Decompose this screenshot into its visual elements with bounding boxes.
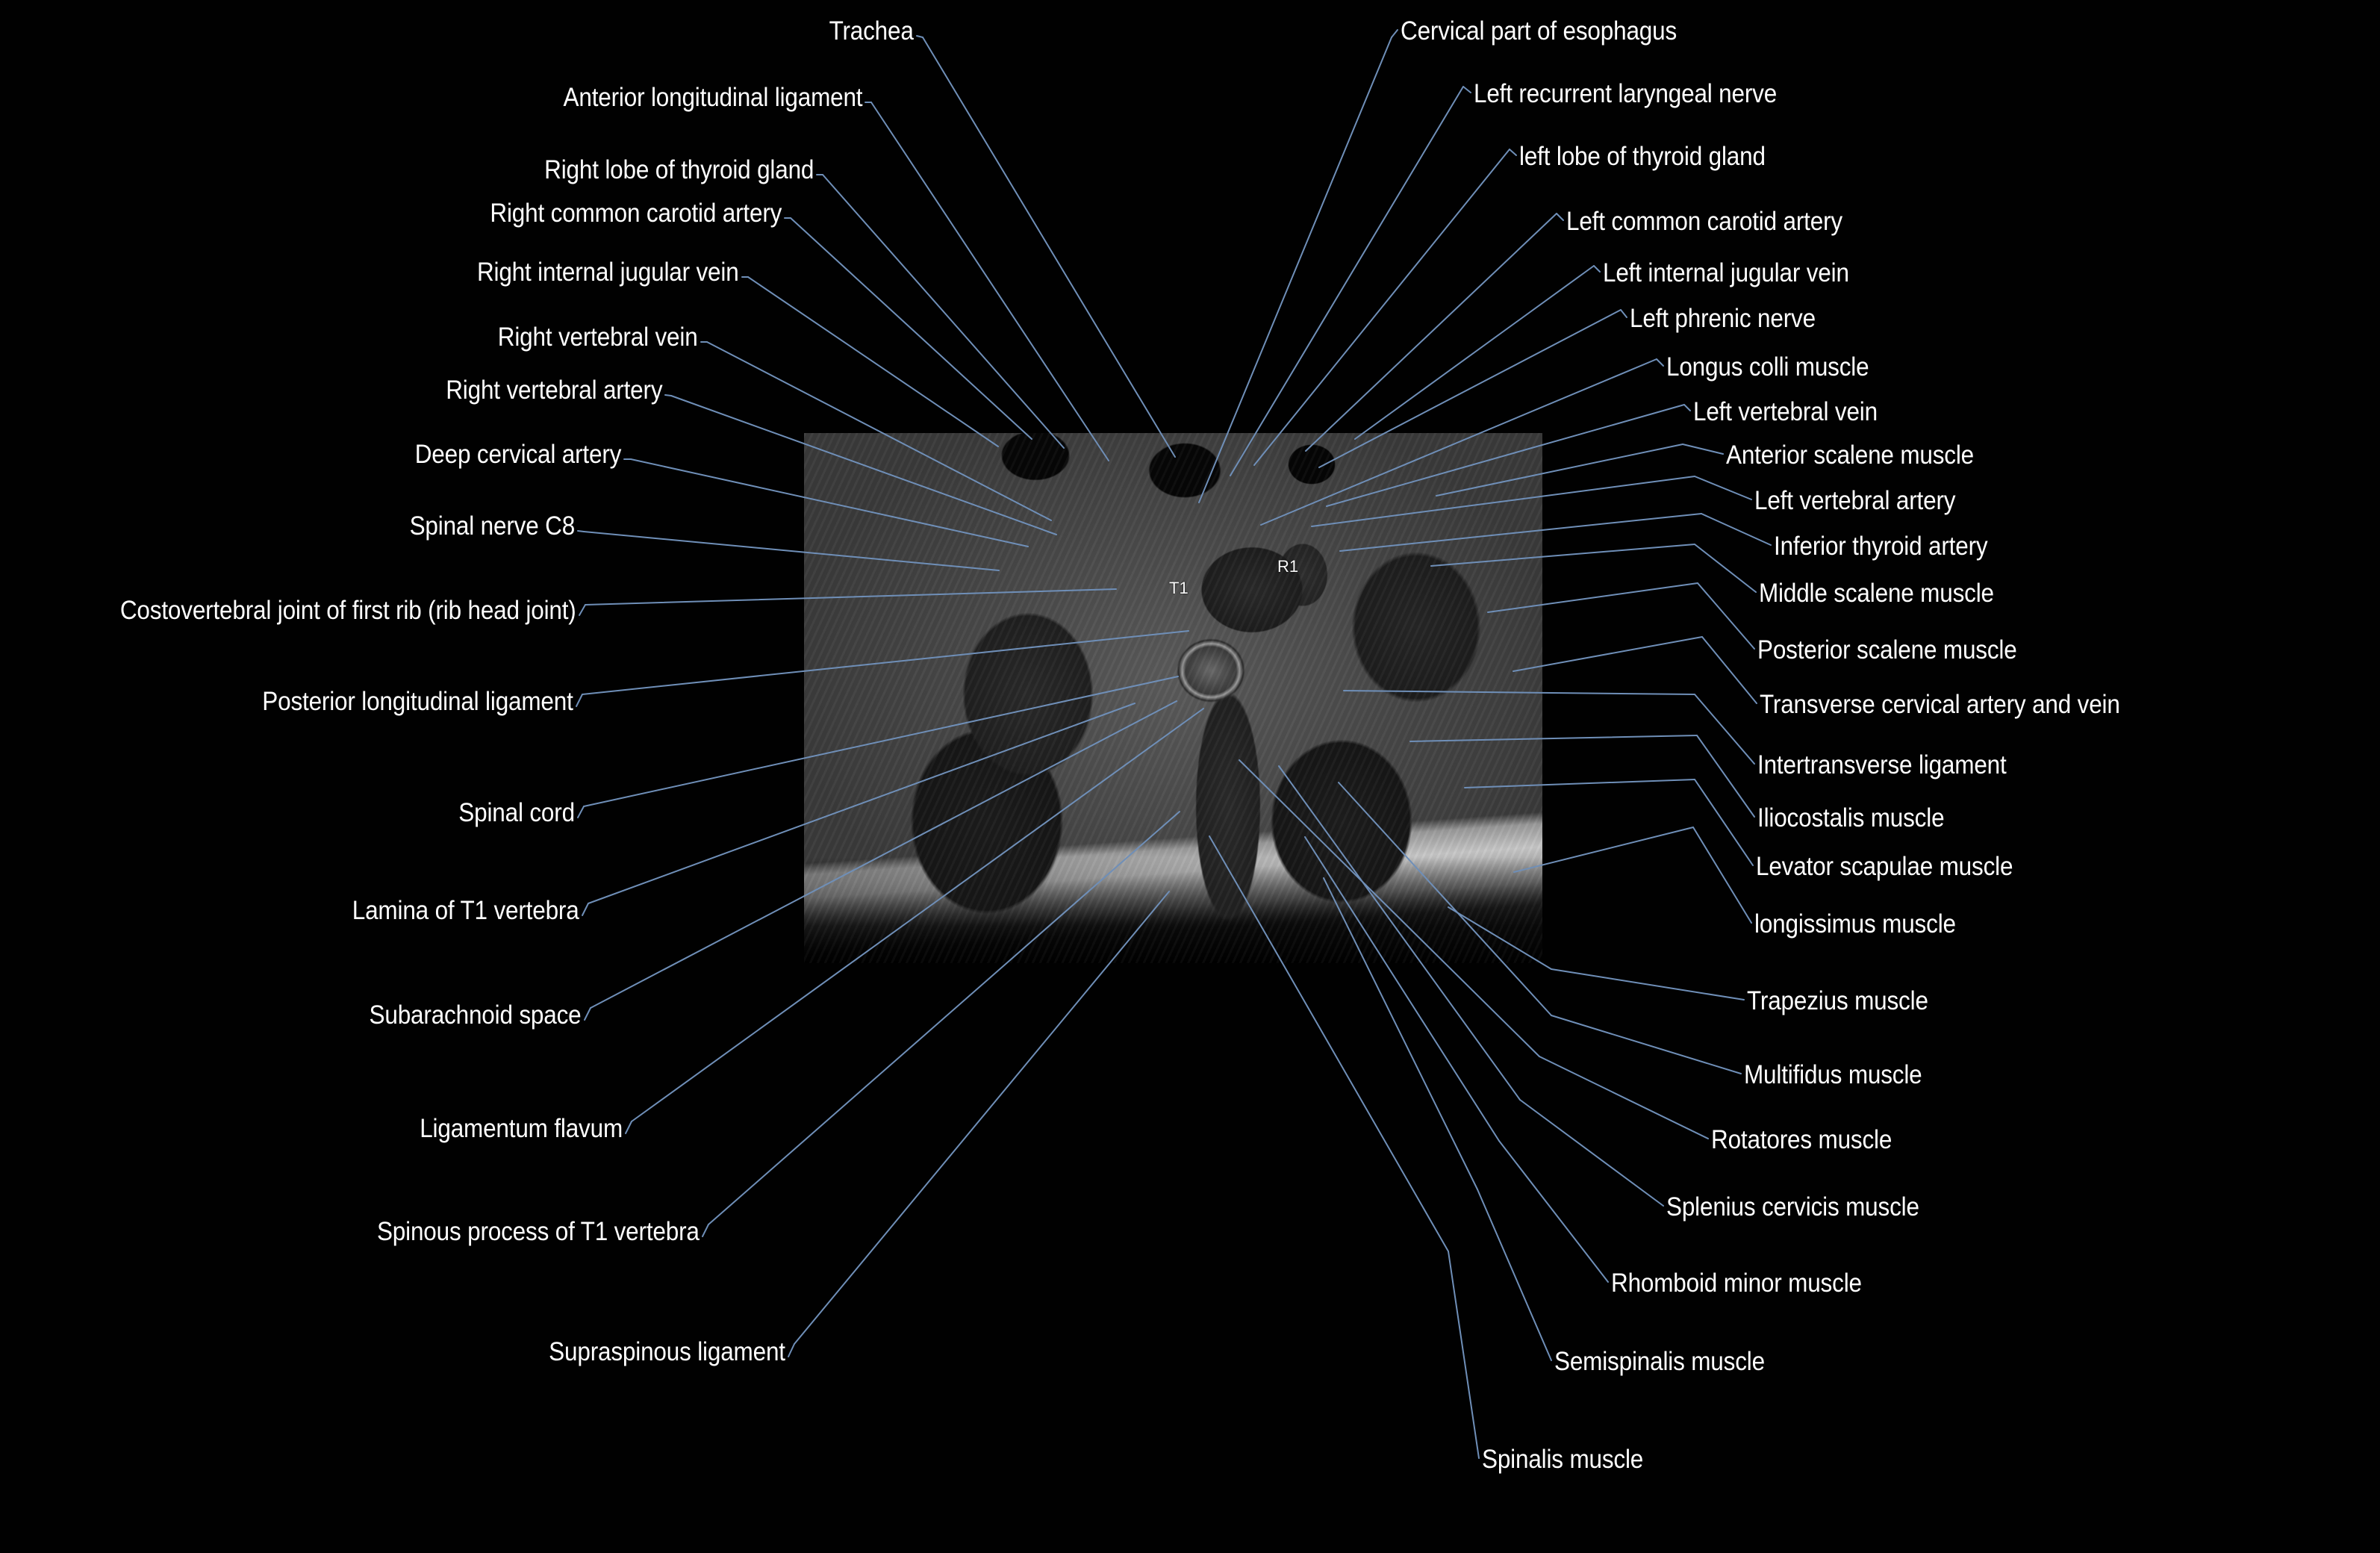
label-rotatores-muscle: Rotatores muscle bbox=[1711, 1125, 1893, 1154]
label-right-vertebral-artery: Right vertebral artery bbox=[445, 376, 662, 405]
leader-line bbox=[1305, 213, 1557, 452]
leader-line bbox=[1498, 1140, 1609, 1283]
label-trachea: Trachea bbox=[829, 16, 914, 46]
leader-line bbox=[1556, 213, 1564, 221]
label-inferior-thyroid-artery: Inferior thyroid artery bbox=[1774, 532, 1988, 561]
leader-line bbox=[916, 35, 923, 38]
label-left-internal-jugular-vein: Left internal jugular vein bbox=[1603, 258, 1849, 287]
leader-line bbox=[1692, 827, 1752, 924]
label-costovertebral-joint-of-first-rib-rib-head-joint: Costovertebral joint of first rib (rib h… bbox=[120, 596, 576, 625]
label-middle-scalene-muscle: Middle scalene muscle bbox=[1759, 579, 1994, 608]
leader-line bbox=[625, 1121, 632, 1134]
label-supraspinous-ligament: Supraspinous ligament bbox=[549, 1337, 785, 1366]
label-levator-scapulae-muscle: Levator scapulae muscle bbox=[1756, 852, 2013, 881]
leader-line bbox=[577, 530, 585, 532]
label-right-lobe-of-thyroid-gland: Right lobe of thyroid gland bbox=[543, 155, 814, 184]
leader-line bbox=[1354, 265, 1595, 440]
label-left-lobe-of-thyroid-gland: left lobe of thyroid gland bbox=[1519, 142, 1766, 171]
leader-line bbox=[1682, 444, 1724, 455]
leader-line bbox=[1694, 544, 1757, 593]
leader-line bbox=[582, 903, 589, 916]
leader-line bbox=[1620, 309, 1627, 318]
leader-line bbox=[1694, 694, 1755, 765]
label-right-internal-jugular-vein: Right internal jugular vein bbox=[477, 258, 739, 287]
leader-line bbox=[1477, 1189, 1552, 1361]
leader-line bbox=[1391, 29, 1398, 38]
leader-line bbox=[577, 806, 585, 818]
label-left-vertebral-vein: Left vertebral vein bbox=[1693, 397, 1878, 426]
label-anterior-longitudinal-ligament: Anterior longitudinal ligament bbox=[563, 83, 862, 112]
mri-axial-scan: T1 R1 bbox=[804, 433, 1542, 963]
leader-line bbox=[870, 102, 1109, 461]
label-lamina-of-t1-vertebra: Lamina of T1 vertebra bbox=[352, 896, 579, 925]
leader-line bbox=[1551, 1015, 1742, 1074]
label-semispinalis-muscle: Semispinalis muscle bbox=[1554, 1347, 1765, 1376]
label-left-phrenic-nerve: Left phrenic nerve bbox=[1630, 304, 1816, 333]
label-right-common-carotid-artery: Right common carotid artery bbox=[490, 199, 782, 228]
label-rhomboid-minor-muscle: Rhomboid minor muscle bbox=[1611, 1269, 1862, 1298]
leader-line bbox=[1696, 735, 1755, 818]
label-multifidus-muscle: Multifidus muscle bbox=[1744, 1060, 1922, 1089]
label-trapezius-muscle: Trapezius muscle bbox=[1747, 986, 1928, 1015]
leader-line bbox=[747, 276, 999, 447]
label-left-vertebral-artery: Left vertebral artery bbox=[1754, 486, 1956, 515]
leader-line bbox=[790, 217, 1032, 440]
leader-line bbox=[1694, 779, 1754, 866]
leader-line bbox=[1253, 149, 1510, 466]
leader-line bbox=[1509, 149, 1517, 156]
leader-line bbox=[1539, 1056, 1709, 1139]
label-posterior-longitudinal-ligament: Posterior longitudinal ligament bbox=[262, 687, 574, 716]
leader-line bbox=[1697, 582, 1755, 650]
leader-line bbox=[822, 174, 1065, 449]
leader-line bbox=[579, 604, 586, 616]
label-subarachnoid-space: Subarachnoid space bbox=[370, 1000, 582, 1030]
label-left-common-carotid-artery: Left common carotid artery bbox=[1566, 207, 1842, 236]
label-cervical-part-of-esophagus: Cervical part of esophagus bbox=[1401, 16, 1677, 46]
label-longissimus-muscle: longissimus muscle bbox=[1754, 909, 1956, 939]
label-anterior-scalene-muscle: Anterior scalene muscle bbox=[1726, 441, 1975, 470]
leader-line bbox=[1656, 358, 1664, 367]
label-spinal-nerve-c8: Spinal nerve C8 bbox=[409, 511, 576, 541]
rib-marker-r1: R1 bbox=[1277, 557, 1299, 576]
leader-line bbox=[1701, 513, 1772, 546]
label-ligamentum-flavum: Ligamentum flavum bbox=[420, 1114, 623, 1143]
leader-line bbox=[1462, 86, 1471, 93]
leader-line bbox=[788, 1343, 795, 1357]
leader-line bbox=[1551, 968, 1745, 1000]
vertebra-marker-t1: T1 bbox=[1169, 579, 1189, 597]
leader-line bbox=[1701, 636, 1757, 704]
leader-line bbox=[1230, 86, 1464, 476]
label-left-recurrent-laryngeal-nerve: Left recurrent laryngeal nerve bbox=[1474, 79, 1778, 108]
label-posterior-scalene-muscle: Posterior scalene muscle bbox=[1757, 635, 2017, 665]
leader-line bbox=[1683, 404, 1691, 411]
label-deep-cervical-artery: Deep cervical artery bbox=[414, 440, 621, 469]
label-intertransverse-ligament: Intertransverse ligament bbox=[1757, 750, 2007, 779]
label-spinous-process-of-t1-vertebra: Spinous process of T1 vertebra bbox=[377, 1217, 700, 1246]
label-iliocostalis-muscle: Iliocostalis muscle bbox=[1757, 803, 1945, 832]
leader-line bbox=[922, 37, 1176, 458]
leader-line bbox=[702, 1224, 709, 1237]
leader-line bbox=[576, 694, 583, 707]
label-spinalis-muscle: Spinalis muscle bbox=[1482, 1445, 1644, 1474]
leader-line bbox=[584, 1007, 591, 1021]
label-longus-colli-muscle: Longus colli muscle bbox=[1666, 352, 1869, 382]
leader-line bbox=[1519, 1099, 1664, 1207]
leader-line bbox=[1448, 1251, 1480, 1459]
label-spinal-cord: Spinal cord bbox=[458, 798, 575, 827]
label-transverse-cervical-artery-and-vein: Transverse cervical artery and vein bbox=[1760, 690, 2120, 719]
leader-line bbox=[1694, 476, 1752, 500]
label-right-vertebral-vein: Right vertebral vein bbox=[498, 323, 698, 352]
leader-line bbox=[664, 394, 672, 396]
label-splenius-cervicis-muscle: Splenius cervicis muscle bbox=[1666, 1192, 1919, 1221]
leader-line bbox=[1593, 265, 1601, 273]
